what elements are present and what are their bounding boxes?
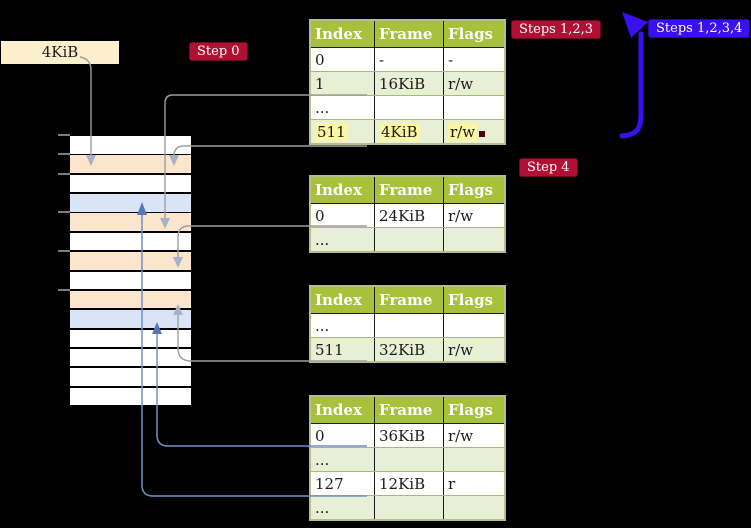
cell-frame: 12KiB	[374, 471, 444, 496]
memory-frame-row	[70, 387, 191, 406]
highlight-mark: 511	[315, 122, 348, 141]
column-header-flags: Flags	[443, 177, 504, 204]
memory-frame-row	[70, 310, 191, 328]
cell-flags	[443, 495, 504, 519]
column-header-index: Index	[311, 287, 375, 314]
cell-index: 0	[311, 423, 375, 448]
highlight-mark: r/w	[448, 122, 478, 141]
page-table-level-4: Index Frame Flags 0 - - 1 16KiB r/w ...	[309, 19, 506, 145]
column-header-frame: Frame	[374, 21, 444, 48]
table-row: ...	[311, 447, 504, 472]
table-row: ...	[311, 313, 504, 338]
cell-flags: r/w	[443, 423, 504, 448]
cell-index: 1	[311, 71, 375, 96]
badge-step0: Step 0	[189, 42, 248, 61]
memory-frame-row	[70, 136, 191, 154]
cell-index: 127	[311, 471, 375, 496]
cell-frame	[374, 313, 444, 338]
badge-step4: Step 4	[519, 158, 578, 177]
cell-flags	[443, 95, 504, 120]
page-table-level-3: Index Frame Flags 0 24KiB r/w ...	[309, 175, 506, 253]
table-row: 0 - -	[311, 47, 504, 72]
memory-frame-row	[70, 232, 191, 251]
column-header-frame: Frame	[374, 287, 444, 314]
cell-index: ...	[311, 447, 375, 472]
column-header-index: Index	[311, 397, 375, 424]
memory-frame-row	[70, 213, 191, 231]
cell-flags: r/w	[443, 71, 504, 96]
memory-frame-row	[70, 155, 191, 173]
column-header-flags: Flags	[443, 287, 504, 314]
cell-frame	[374, 495, 444, 519]
arrow-recursive-loop	[619, 31, 644, 139]
cell-index: 0	[311, 203, 375, 228]
arrow-l4-entry511-to-4kib	[173, 145, 367, 157]
cell-flags	[443, 313, 504, 338]
cell-index: ...	[311, 227, 375, 251]
badge-steps1234: Steps 1,2,3,4	[648, 19, 751, 38]
address-tick	[58, 172, 70, 175]
cell-index: 511	[311, 119, 375, 143]
cell-frame: 4KiB	[374, 119, 444, 143]
arrowhead-up-left-icon	[622, 12, 648, 38]
page-table-level-2: Index Frame Flags ... 511 32KiB r/w	[309, 285, 506, 363]
column-header-frame: Frame	[374, 397, 444, 424]
cell-frame: 16KiB	[374, 71, 444, 96]
cell-flags	[443, 227, 504, 251]
table-row: 0 24KiB r/w	[311, 203, 504, 228]
cell-frame	[374, 447, 444, 472]
column-header-index: Index	[311, 21, 375, 48]
table-row: 511 32KiB r/w	[311, 337, 504, 361]
memory-frame-row	[70, 290, 191, 309]
address-tick	[58, 250, 70, 253]
address-tick	[58, 153, 70, 156]
cell-flags	[443, 447, 504, 472]
cell-flags: r/w	[443, 337, 504, 361]
table-row: ...	[311, 495, 504, 519]
table-row-highlighted: 511 4KiB r/w	[311, 119, 504, 143]
cell-frame	[374, 95, 444, 120]
cell-frame: 36KiB	[374, 423, 444, 448]
cell-index: 511	[311, 337, 375, 361]
column-header-index: Index	[311, 177, 375, 204]
cell-frame: 32KiB	[374, 337, 444, 361]
memory-frame-row	[70, 252, 191, 270]
column-header-flags: Flags	[443, 21, 504, 48]
cell-frame	[374, 227, 444, 251]
cell-frame: 24KiB	[374, 203, 444, 228]
table-row: 0 36KiB r/w	[311, 423, 504, 448]
table-row: 1 16KiB r/w	[311, 71, 504, 96]
table-row: 127 12KiB r	[311, 471, 504, 496]
cell-index: 0	[311, 47, 375, 72]
cell-index: ...	[311, 95, 375, 120]
column-header-flags: Flags	[443, 397, 504, 424]
page-table-level-1: Index Frame Flags 0 36KiB r/w ... 127 12…	[309, 395, 506, 521]
frame-size-label: 4KiB	[1, 41, 119, 64]
cell-flags: -	[443, 47, 504, 72]
address-tick	[58, 134, 70, 136]
memory-frame-row	[70, 329, 191, 348]
badge-steps123: Steps 1,2,3	[511, 20, 602, 39]
highlight-mark: 4KiB	[379, 122, 420, 141]
address-tick	[58, 288, 70, 291]
cell-index: ...	[311, 495, 375, 519]
cell-index: ...	[311, 313, 375, 338]
cell-frame: -	[374, 47, 444, 72]
memory-frame-row	[70, 368, 191, 386]
column-header-frame: Frame	[374, 177, 444, 204]
memory-frame-row	[70, 271, 191, 290]
memory-frame-row	[70, 194, 191, 212]
cell-flags: r	[443, 471, 504, 496]
table-row: ...	[311, 227, 504, 251]
cell-flags: r/w	[443, 119, 504, 143]
table-row: ...	[311, 95, 504, 120]
memory-frame-row	[70, 348, 191, 367]
memory-frame-row	[70, 174, 191, 193]
cell-flags: r/w	[443, 203, 504, 228]
address-tick	[58, 211, 70, 214]
